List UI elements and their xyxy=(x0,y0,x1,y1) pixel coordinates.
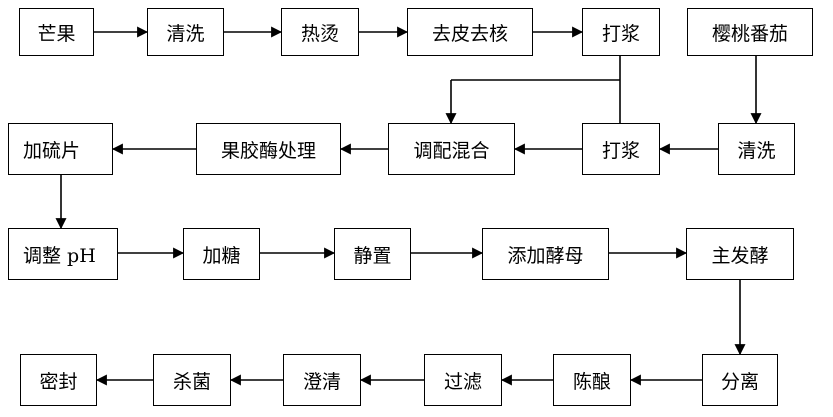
node-separate: 分离 xyxy=(702,354,778,406)
node-mango: 芒果 xyxy=(19,8,94,56)
node-clarify: 澄清 xyxy=(283,354,361,406)
node-adjust-ph: 调整 pH xyxy=(8,228,118,280)
node-filter: 过滤 xyxy=(424,354,502,406)
node-cherry-tomato: 樱桃番茄 xyxy=(687,8,813,56)
node-peel-core: 去皮去核 xyxy=(407,8,533,56)
node-add-sugar: 加糖 xyxy=(183,228,260,280)
node-pulp-2: 打浆 xyxy=(582,123,660,175)
node-add-sulfite: 加硫片 xyxy=(8,123,113,175)
node-wash: 清洗 xyxy=(147,8,224,56)
node-pulp: 打浆 xyxy=(582,8,660,56)
node-add-yeast: 添加酵母 xyxy=(482,228,609,280)
node-wash-2: 清洗 xyxy=(718,123,795,175)
node-sterilize: 杀菌 xyxy=(153,354,231,406)
node-blend: 调配混合 xyxy=(388,123,515,175)
node-seal: 密封 xyxy=(20,354,97,406)
node-pectinase: 果胶酶处理 xyxy=(196,123,341,175)
node-aging: 陈酿 xyxy=(553,354,631,406)
node-blanch: 热烫 xyxy=(281,8,359,56)
node-primary-fermentation: 主发酵 xyxy=(686,228,794,280)
node-rest: 静置 xyxy=(334,228,411,280)
